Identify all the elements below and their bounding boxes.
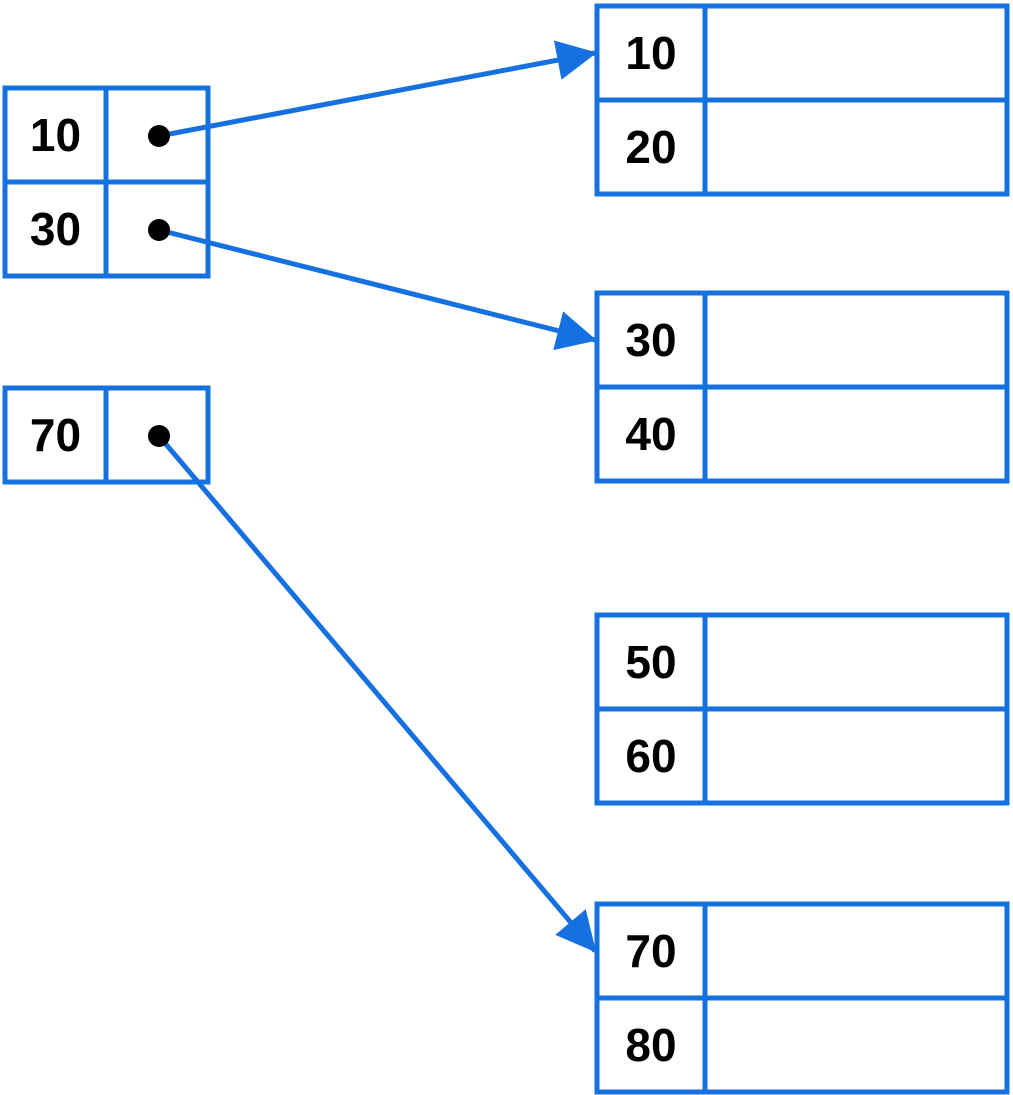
pointer-dots [148,125,170,447]
index-block: 70 [2,385,211,485]
data-record-cell [708,618,1004,706]
data-record-cell [708,390,1004,478]
pointer-arrow [158,40,597,139]
index-block: 10 30 [2,85,211,279]
data-block-key: 10 [625,27,676,79]
data-block-key: 20 [625,121,676,173]
pointer-dot [148,219,170,241]
data-record-cell [708,1001,1004,1089]
pointer-dot [148,425,170,447]
index-key: 10 [30,109,81,161]
index-key: 30 [30,203,81,255]
pointer-arrow [157,434,597,953]
index-key: 70 [30,409,81,461]
data-record-cell [708,296,1004,384]
pointer-arrow [158,227,597,351]
data-block: 50 60 [594,612,1010,806]
data-block: 10 20 [594,3,1010,197]
data-block-key: 60 [625,730,676,782]
data-record-cell [708,907,1004,995]
data-record-cell [708,712,1004,800]
index-blocks: 10 30 70 [2,85,211,485]
data-block-key: 40 [625,408,676,460]
pointer-arrows [157,40,597,953]
data-blocks: 10 20 30 40 50 60 70 80 [594,3,1010,1095]
data-block: 30 40 [594,290,1010,484]
pointer-dot [148,125,170,147]
data-block-key: 50 [625,636,676,688]
data-block-key: 70 [625,925,676,977]
data-block-key: 30 [625,314,676,366]
data-record-cell [708,9,1004,97]
data-block: 70 80 [594,901,1010,1095]
data-record-cell [708,103,1004,191]
data-block-key: 80 [625,1019,676,1071]
